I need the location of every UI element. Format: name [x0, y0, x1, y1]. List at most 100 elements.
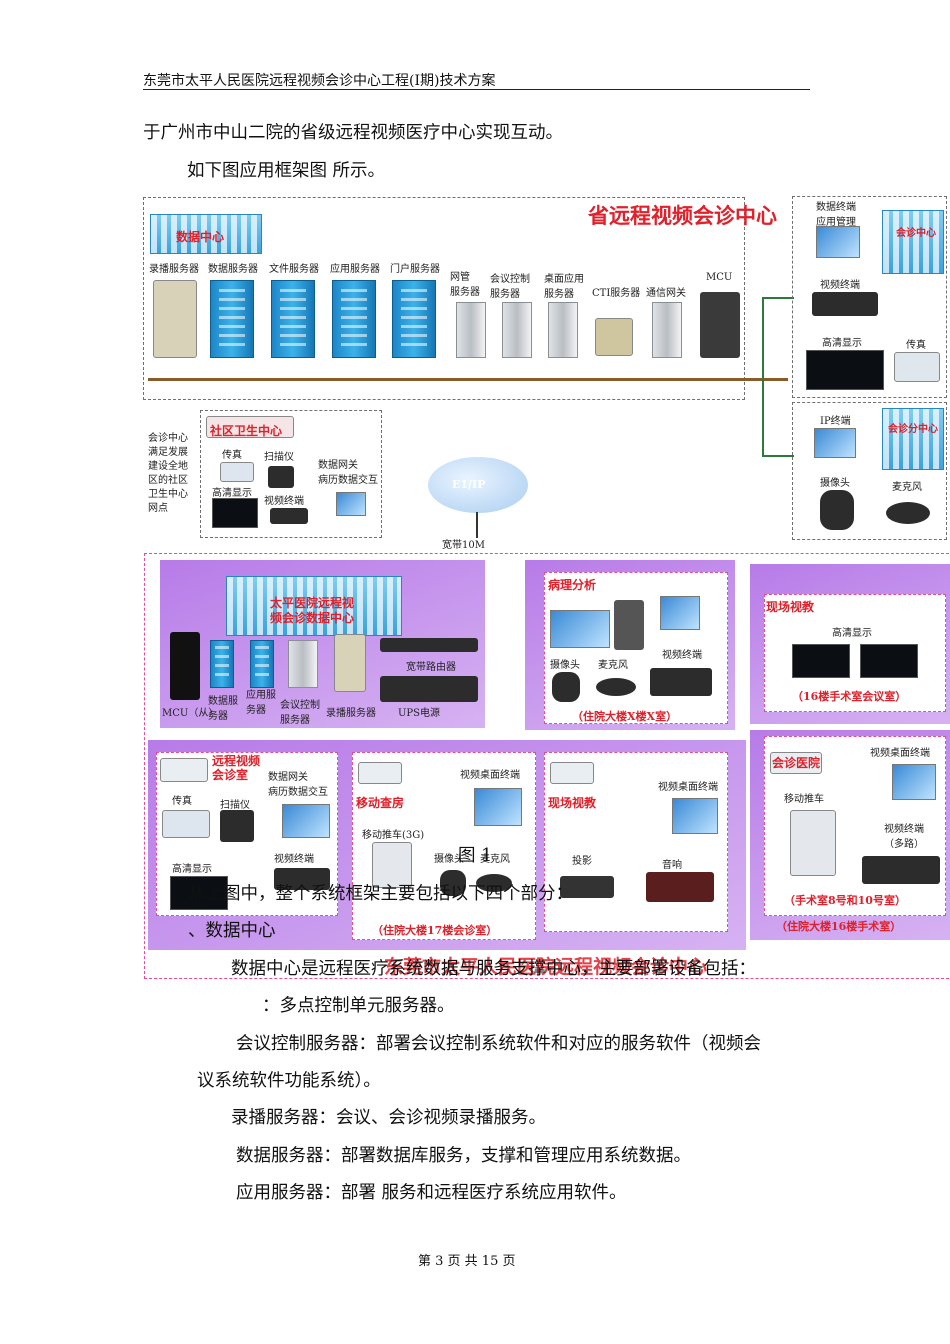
pathology-title: 病理分析 — [548, 578, 597, 592]
pathology-mic-icon — [596, 678, 636, 696]
provincial-center-title: 省远程视频会诊中心 — [588, 203, 777, 228]
remote-room-fax-label: 传真 — [172, 796, 192, 807]
remote-room-gateway-label: 数据网关 病历数据交互 — [268, 772, 328, 798]
camera-label: 摄像头 — [820, 478, 850, 489]
remote-room-building-icon — [160, 758, 208, 782]
remote-room-vt-icon — [274, 868, 330, 890]
architecture-figure: 省远程视频会诊中心 数据中心 录播服务器 数据服务器 文件服务器 应用服务器 门… — [140, 192, 950, 982]
live-teach-display-2-icon — [860, 644, 918, 678]
hospital-room-2: （住院大楼16楼手术室） — [776, 920, 902, 933]
hospital-dc-title: 太平医院远程视 频会诊数据中心 — [270, 596, 355, 625]
mobile-rounds-title: 移动查房 — [356, 796, 405, 810]
cloud-label: E1/IP — [452, 478, 486, 491]
mobile-cart-icon — [372, 842, 412, 888]
community-vt-icon — [270, 508, 308, 524]
body-line-1: 于广州市中山二院的省级远程视频医疗中心实现互动。 — [143, 123, 563, 143]
mobile-rounds-mic-label: 麦克风 — [480, 854, 510, 865]
gateway-server-icon — [652, 302, 682, 358]
server-label-rec: 录播服务器 — [149, 264, 199, 275]
pathology-camera-label: 摄像头 — [550, 660, 580, 671]
conf-srv-label: 会议控制 服务器 — [280, 700, 320, 726]
router-label: 宽带路由器 — [406, 662, 456, 673]
recording-server-icon — [153, 280, 197, 358]
hospital-center-box — [144, 553, 950, 979]
branch-center-box — [792, 402, 947, 540]
community-hd-label: 高清显示 — [212, 488, 252, 499]
projector-icon — [560, 876, 614, 898]
community-side-label: 会诊中心 满足发展 建设全地 区的社区 卫生中心 网点 — [148, 433, 188, 514]
bandwidth-label: 宽带10M — [442, 540, 485, 551]
fax-label: 传真 — [906, 340, 926, 351]
camera-icon — [820, 490, 854, 530]
mobile-rounds-cart-label: 移动推车(3G) — [362, 830, 425, 841]
app-srv-rack-icon — [250, 640, 274, 688]
live-teach-room: （16楼手术室会议室） — [792, 690, 907, 703]
provincial-center-box — [143, 197, 745, 400]
community-center-box — [200, 410, 382, 538]
speakers-icon — [646, 872, 714, 902]
file-server-rack-icon — [271, 280, 315, 358]
mobile-rounds-room: （住院大楼17楼会诊室） — [372, 924, 498, 937]
pathology-pc-icon — [660, 596, 700, 630]
body-line-8: 议系统软件功能系统）。 — [197, 1071, 381, 1091]
server-label-app: 应用服务器 — [330, 264, 380, 275]
ip-terminal-pc-icon — [814, 428, 856, 458]
datacenter-building-icon — [150, 214, 262, 254]
live-teach-display-1-icon — [792, 644, 850, 678]
data-srv-rack-icon — [210, 640, 234, 688]
rec-srv-icon — [334, 634, 366, 692]
hospital-building-icon — [770, 752, 822, 774]
gateway-label: 通信网关 — [646, 288, 686, 299]
mobile-rounds-pc-icon — [474, 788, 522, 826]
net-mgmt-server-icon — [456, 302, 486, 358]
hospital-dc-building-icon — [226, 576, 402, 636]
mobile-rounds-mic-icon — [476, 874, 512, 892]
live-teach2-title: 现场视教 — [548, 796, 597, 810]
rec-srv-label: 录播服务器 — [326, 708, 376, 719]
pathology-vt-label: 视频终端 — [662, 650, 702, 661]
hospital-title: 会诊医院 — [772, 756, 821, 770]
body-line-9: 录播服务器：会议、会诊视频录播服务。 — [231, 1108, 546, 1128]
lan-bus-line — [148, 378, 788, 381]
video-terminal-icon — [812, 292, 878, 316]
branch-center-building-icon — [882, 408, 944, 470]
body-line-4: 、数据中心 — [188, 921, 276, 941]
body-line-7: 会议控制服务器：部署会议控制系统软件和对应的服务软件（视频会 — [236, 1034, 761, 1054]
conf-ctrl-server-icon — [502, 302, 532, 358]
mcu-slave-label: MCU（从） — [162, 708, 219, 719]
community-fax-icon — [220, 462, 254, 482]
remote-room-display-icon — [170, 876, 228, 910]
remote-room-title: 远程视频 会诊室 — [212, 754, 261, 782]
cti-label: CTI服务器 — [592, 288, 641, 299]
data-srv-label: 数据服 务器 — [208, 696, 238, 722]
pathology-mic-label: 麦克风 — [598, 660, 628, 671]
body-line-6: ：多点控制单元服务器。 — [262, 996, 455, 1016]
mobile-rounds-building-icon — [358, 762, 402, 784]
data-terminal-label: 数据终端 应用管理 — [816, 202, 856, 228]
remote-room-vt-label: 视频终端 — [274, 854, 314, 865]
remote-room-pc-icon — [282, 804, 330, 838]
portal-server-rack-icon — [392, 280, 436, 358]
live-teach2-audio-label: 音响 — [662, 860, 682, 871]
hospital-center-title: 东莞市太平人民医院远程视频会诊中心 — [384, 956, 708, 978]
cti-server-icon — [595, 318, 633, 356]
connector-vertical — [762, 297, 764, 457]
community-hd-icon — [212, 498, 258, 528]
figure-caption: 图 1 — [458, 846, 493, 866]
mobile-rounds-camera-label: 摄像头 — [434, 854, 464, 865]
live-teach-title: 现场视教 — [766, 600, 815, 614]
pathology-room: （住院大楼X楼X室） — [572, 710, 678, 723]
ups-label: UPS电源 — [398, 708, 441, 719]
hospital-cart-label: 移动推车 — [784, 794, 824, 805]
datacenter-label: 数据中心 — [176, 230, 225, 244]
live-teach2-pc-icon — [672, 798, 718, 834]
conf-ctrl-label: 会议控制 服务器 — [490, 274, 530, 300]
network-cloud-icon — [428, 457, 528, 513]
body-line-5: 数据中心是远程医疗系统数据与服务支撑中心，主要部署设备包括： — [231, 959, 756, 979]
connector-bottom — [762, 455, 794, 457]
desktop-app-label: 桌面应用 服务器 — [544, 274, 584, 300]
live-teach2-desktop-label: 视频桌面终端 — [658, 782, 718, 793]
hospital-room-1: （手术室8号和10号室） — [784, 894, 906, 907]
data-server-rack-icon — [210, 280, 254, 358]
ip-terminal-label: IP终端 — [820, 416, 851, 427]
